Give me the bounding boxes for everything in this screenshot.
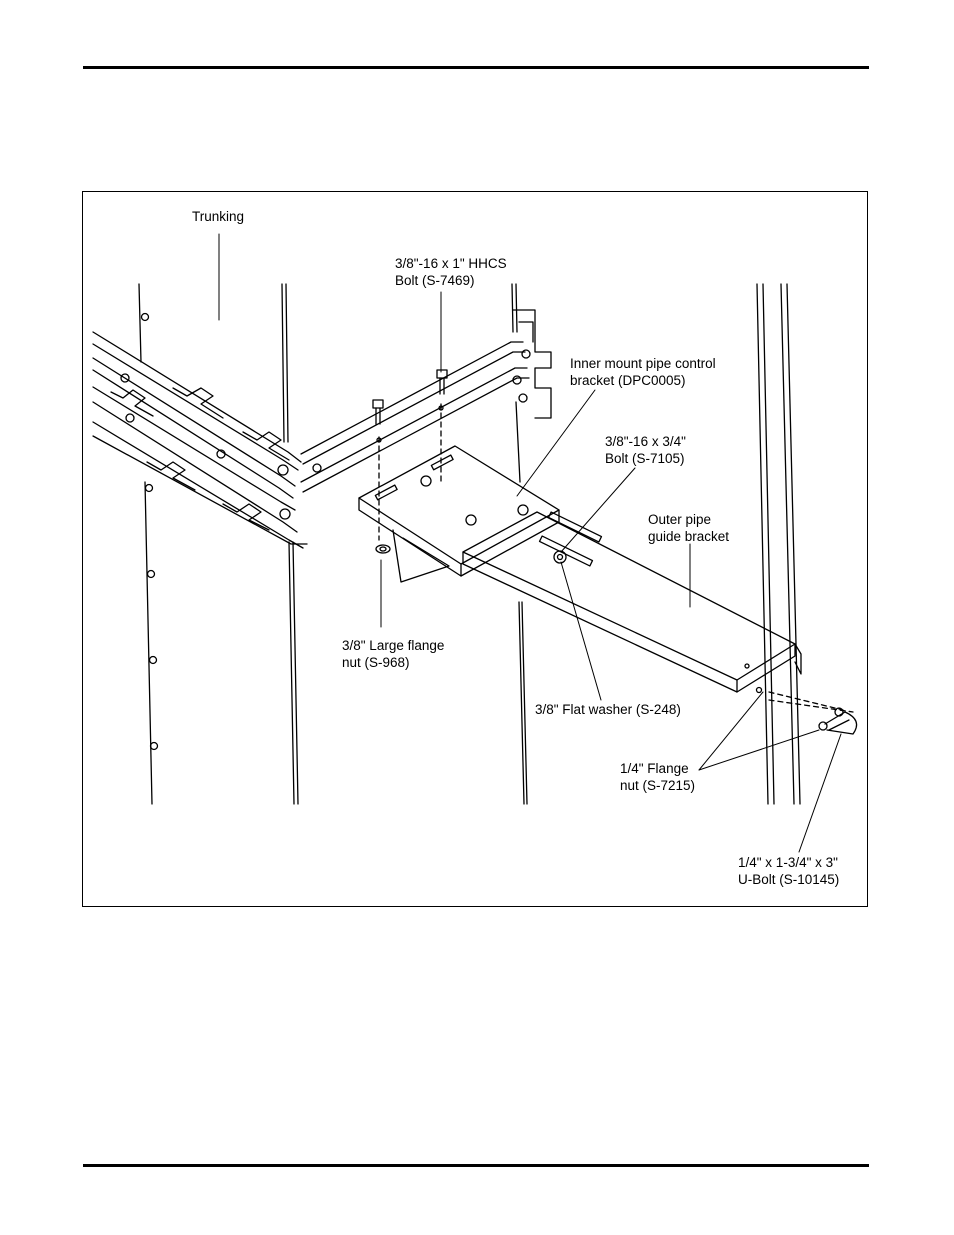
label-hhcs-bolt: 3/8"-16 x 1" HHCS Bolt (S-7469) xyxy=(395,255,507,289)
guide-pipe xyxy=(757,284,800,804)
label-flat-washer: 3/8" Flat washer (S-248) xyxy=(535,701,681,718)
leader-lines xyxy=(219,234,841,852)
trunking-panel xyxy=(139,284,527,804)
footer-rule xyxy=(83,1164,869,1167)
label-outer-pipe-guide-bracket: Outer pipe guide bracket xyxy=(648,511,729,545)
label-u-bolt: 1/4" x 1-3/4" x 3" U-Bolt (S-10145) xyxy=(738,854,839,888)
label-flange-nut: 1/4" Flange nut (S-7215) xyxy=(620,760,695,794)
mounting-rails xyxy=(93,310,551,548)
inner-mount-bracket xyxy=(359,446,559,582)
header-rule xyxy=(83,66,869,69)
label-large-flange-nut: 3/8" Large flange nut (S-968) xyxy=(342,637,444,671)
assembly-figure: Trunking 3/8"-16 x 1" HHCS Bolt (S-7469)… xyxy=(82,191,868,907)
u-bolt xyxy=(769,692,857,734)
label-short-bolt: 3/8"-16 x 3/4" Bolt (S-7105) xyxy=(605,433,686,467)
outer-pipe-guide-bracket xyxy=(463,512,801,693)
label-inner-mount-bracket: Inner mount pipe control bracket (DPC000… xyxy=(570,355,716,389)
bracket-assembly-drawing xyxy=(83,192,867,906)
label-trunking: Trunking xyxy=(192,208,244,225)
